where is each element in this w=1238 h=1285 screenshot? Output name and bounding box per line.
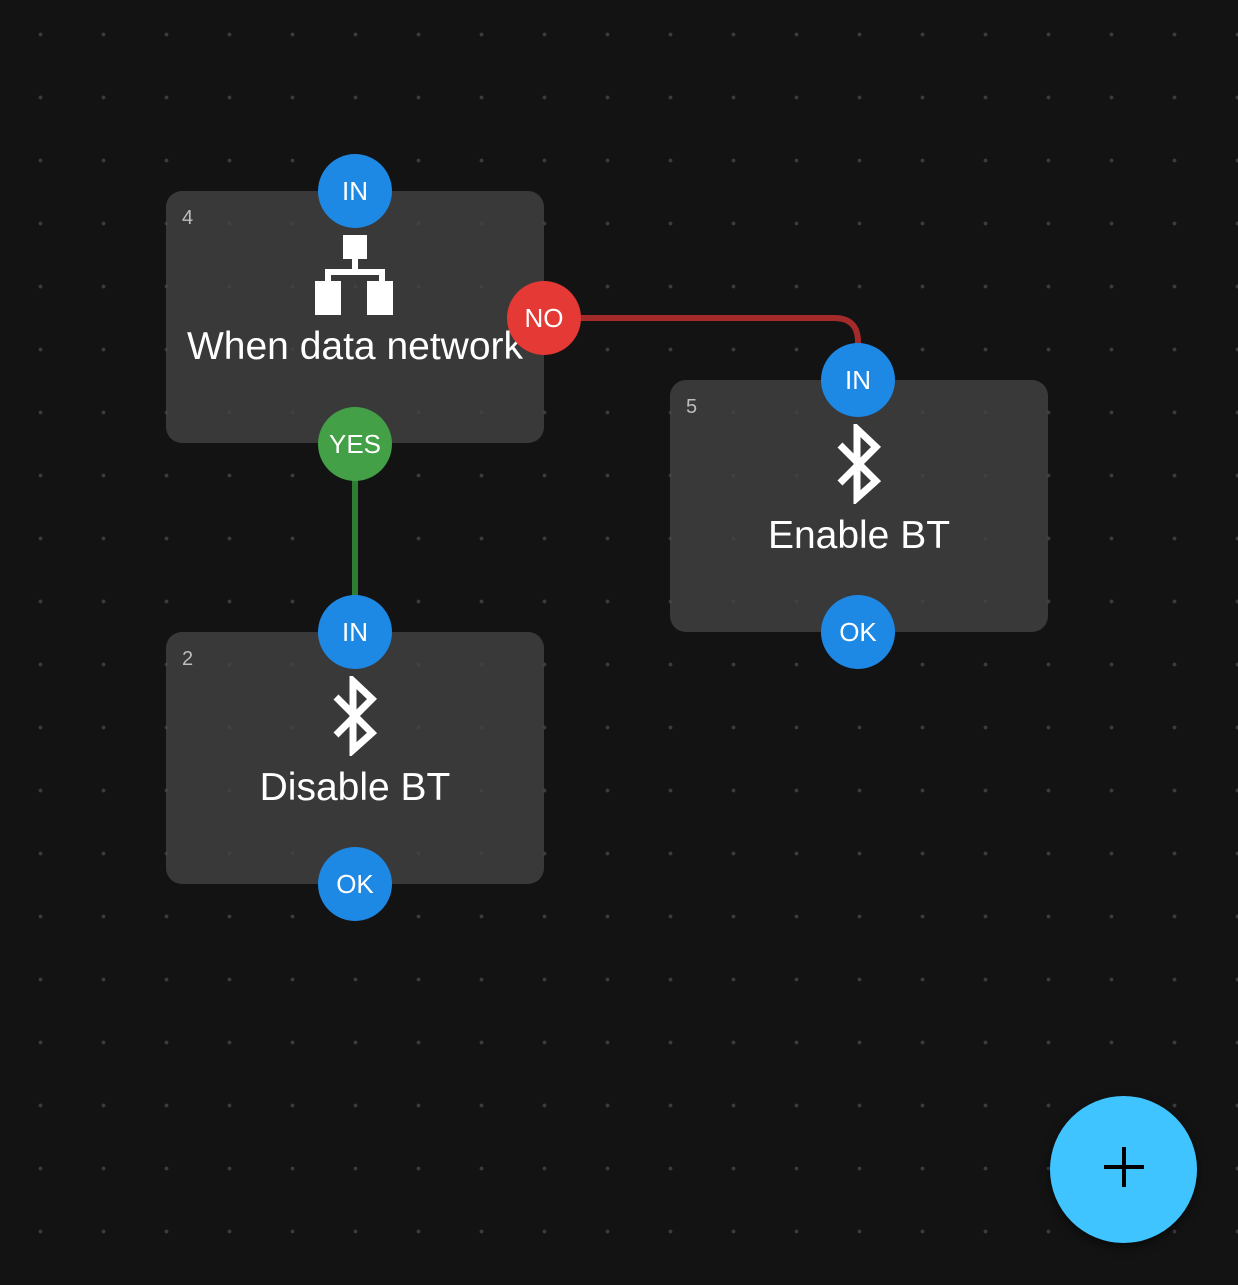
condition-yes-port[interactable]: YES — [318, 407, 392, 481]
node-title: When data network — [186, 325, 523, 368]
disable-bt-in-port[interactable]: IN — [318, 595, 392, 669]
condition-no-port[interactable]: NO — [507, 281, 581, 355]
disable-bt-ok-port[interactable]: OK — [318, 847, 392, 921]
add-node-button[interactable] — [1050, 1096, 1197, 1243]
enable-bt-ok-port[interactable]: OK — [821, 595, 895, 669]
node-title: Enable BT — [767, 514, 951, 557]
plus-icon — [1103, 1147, 1144, 1192]
node-number: 5 — [686, 396, 698, 418]
flow-node-enable-bt[interactable]: 5 Enable BT — [670, 380, 1048, 632]
condition-in-port[interactable]: IN — [318, 154, 392, 228]
bluetooth-icon — [835, 420, 883, 509]
node-number: 4 — [182, 207, 194, 229]
node-title: Disable BT — [259, 766, 451, 809]
bluetooth-icon — [331, 672, 379, 761]
flow-node-disable-bt[interactable]: 2 Disable BT — [166, 632, 544, 884]
flow-node-condition[interactable]: 4 When data network — [166, 191, 544, 443]
connection-no-to-enable — [544, 315, 861, 381]
network-tree-icon — [315, 235, 395, 320]
enable-bt-in-port[interactable]: IN — [821, 343, 895, 417]
node-number: 2 — [182, 648, 194, 670]
